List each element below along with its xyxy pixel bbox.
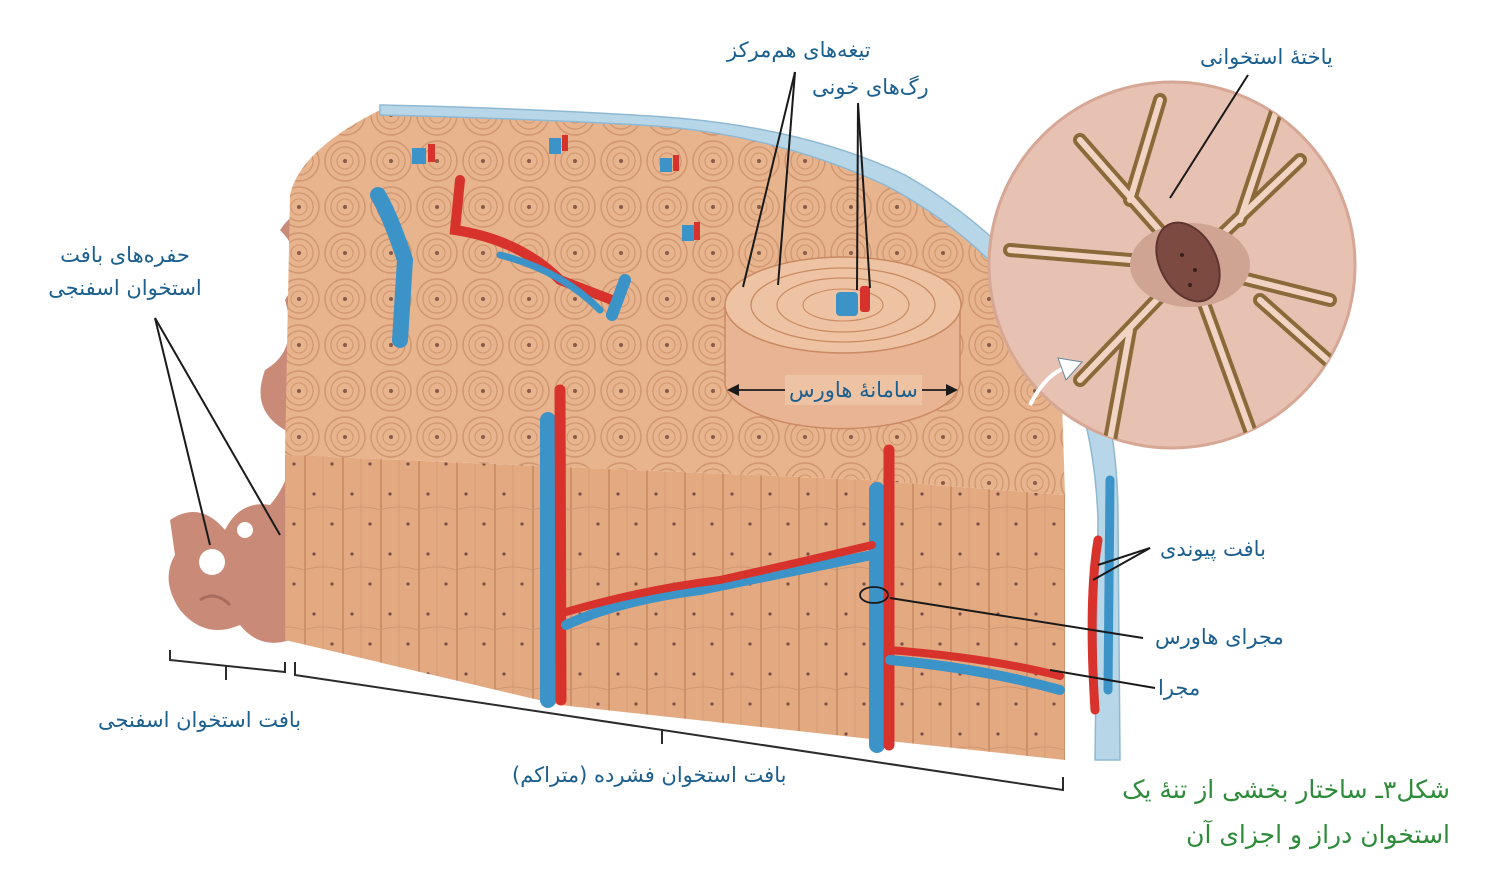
haversian-system-span-arrow bbox=[727, 384, 958, 396]
compact-bone-bracket bbox=[294, 662, 1064, 792]
blood-vessels bbox=[370, 135, 1115, 753]
leader-lines bbox=[154, 71, 1249, 689]
label-haversian-canal: مجرای هاورس bbox=[1155, 625, 1284, 649]
label-canal: مجرا bbox=[1158, 676, 1201, 700]
bone-cell-magnified bbox=[987, 80, 1357, 450]
label-compact-bone: بافت استخوان فشرده (متراکم) bbox=[512, 763, 787, 787]
label-spongy-cavities-line2: استخوان اسفنجی bbox=[48, 276, 202, 300]
label-bone-cell: یاختهٔ استخوانی bbox=[1200, 45, 1333, 69]
label-blood-vessels: رگ‌های خونی bbox=[812, 75, 929, 99]
haversian-canal-marker bbox=[859, 586, 889, 604]
figure-caption-line2: استخوان دراز و اجزای آن bbox=[1186, 820, 1450, 849]
label-connective-tissue: بافت پیوندی bbox=[1160, 537, 1266, 561]
label-concentric-lamellae: تیغه‌های هم‌مرکز bbox=[727, 38, 871, 62]
periosteum bbox=[379, 104, 1121, 761]
spongy-bone-bracket bbox=[169, 650, 286, 680]
label-haversian-system: سامانهٔ هاورس bbox=[785, 375, 922, 405]
label-spongy-bone: بافت استخوان اسفنجی bbox=[98, 708, 302, 732]
figure-caption-line1: شکل۳ـ ساختار بخشی از تنهٔ یک bbox=[1122, 775, 1450, 804]
label-spongy-cavities-line1: حفره‌های بافت bbox=[60, 243, 190, 267]
magnification-arrow-head bbox=[1057, 357, 1083, 381]
